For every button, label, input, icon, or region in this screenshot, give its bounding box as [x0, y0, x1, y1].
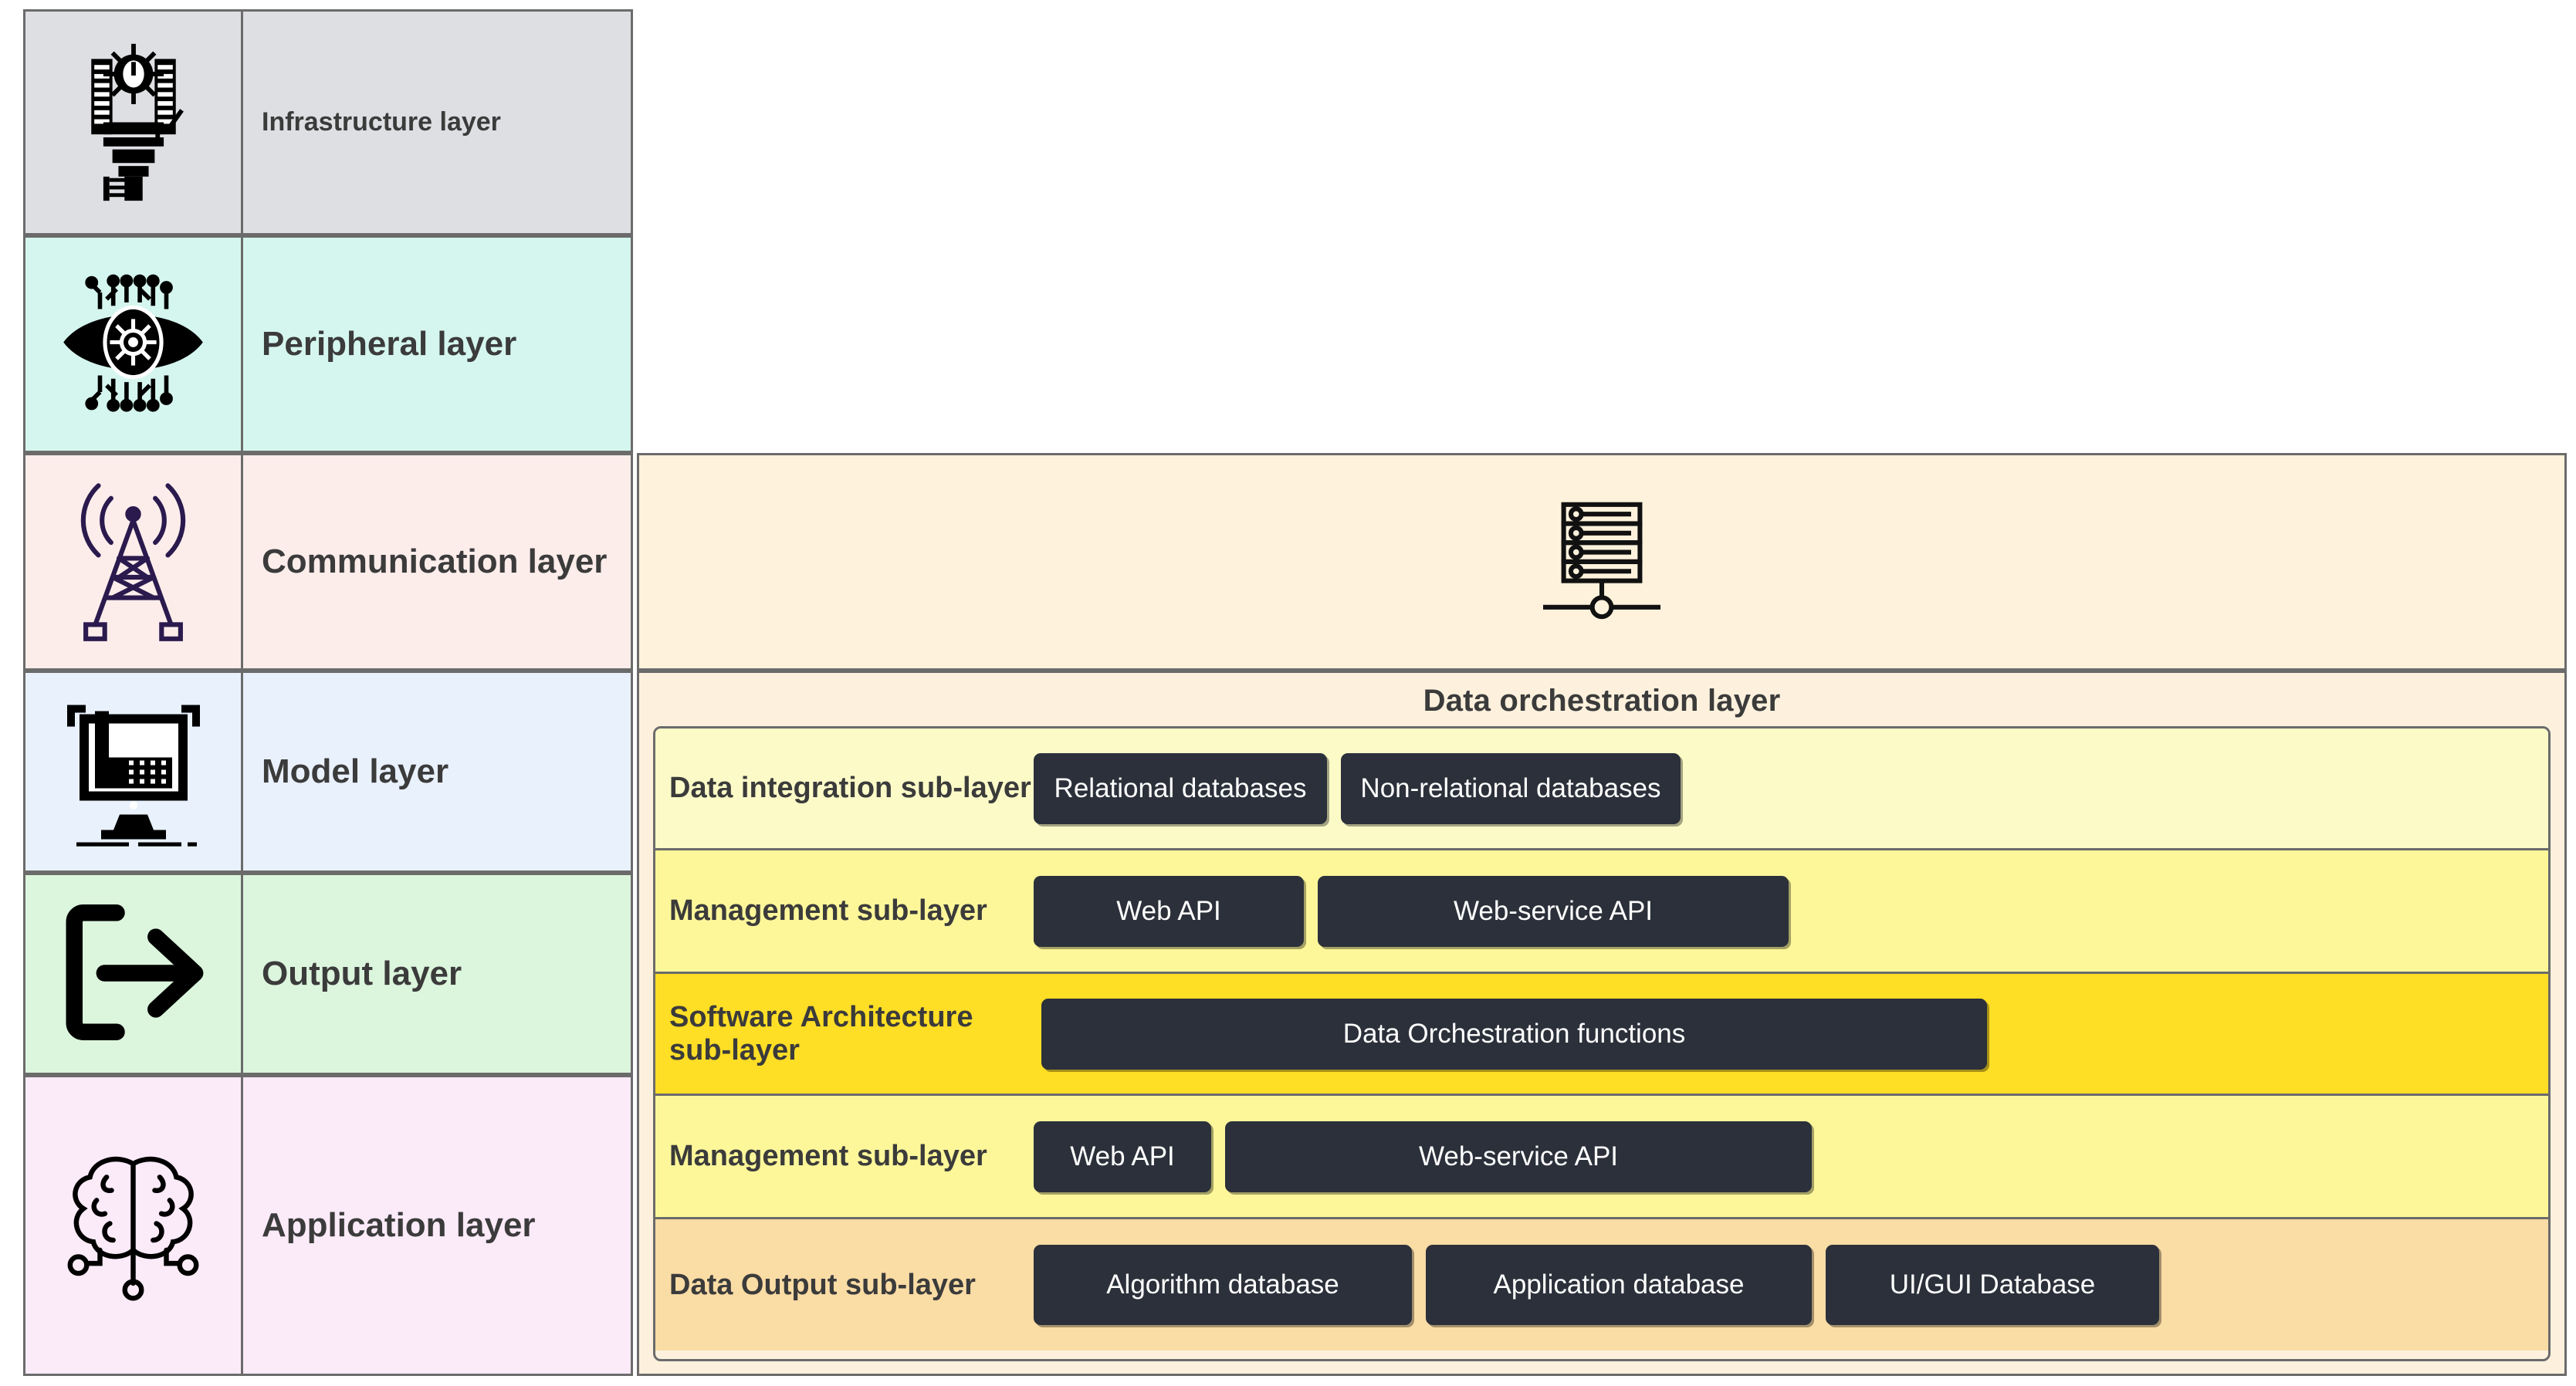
factory-robot-icon [56, 38, 211, 208]
data-orchestration-panel: Data orchestration layer Data integratio… [637, 671, 2567, 1376]
sub-layer-software-architecture[interactable]: Software Architecture sub-layer Data Orch… [655, 974, 2548, 1096]
layer-icon-cell-peripheral [25, 238, 243, 451]
layer-row-peripheral[interactable]: Peripheral layer [23, 235, 633, 453]
radio-tower-icon [54, 473, 212, 651]
layer-icon-cell-output [25, 875, 243, 1073]
sub-layer-label-data-output: Data Output sub-layer [669, 1268, 976, 1301]
sub-layer-label-software-architecture: Software Architecture sub-layer [669, 1000, 973, 1067]
chip-management-lower-1[interactable]: Web-service API [1225, 1121, 1812, 1192]
layer-row-application[interactable]: Application layer [23, 1075, 633, 1376]
layer-row-output[interactable]: Output layer [23, 873, 633, 1075]
chip-software-architecture-0[interactable]: Data Orchestration functions [1041, 998, 1987, 1070]
sub-layer-label-management-lower: Management sub-layer [669, 1140, 987, 1172]
layer-icon-cell-application [25, 1077, 243, 1374]
communication-layer-panel [637, 453, 2567, 671]
sub-layer-label-data-integration: Data integration sub-layer [669, 772, 1031, 804]
chip-management-upper-1[interactable]: Web-service API [1318, 875, 1789, 947]
bracket-arrow-icon [50, 899, 216, 1050]
layer-row-model[interactable]: Model layer [23, 671, 633, 873]
brain-network-icon [50, 1141, 216, 1310]
sub-layer-chips-software-architecture: Data Orchestration functions [1041, 998, 2548, 1070]
circuit-eye-icon [50, 259, 216, 429]
layer-row-communication[interactable]: Communication layer [23, 453, 633, 671]
chip-data-output-0[interactable]: Algorithm database [1034, 1245, 1412, 1325]
chip-data-integration-0[interactable]: Relational databases [1034, 752, 1327, 824]
layer-label-infrastructure: Infrastructure layer [262, 107, 501, 137]
layer-label-model: Model layer [262, 752, 449, 791]
chip-data-output-2[interactable]: UI/GUI Database [1826, 1245, 2159, 1325]
sub-layer-label-management-upper: Management sub-layer [669, 894, 987, 927]
monitor-factory-icon [49, 691, 218, 853]
chip-data-integration-1[interactable]: Non-relational databases [1341, 752, 1681, 824]
layer-icon-cell-communication [25, 455, 243, 668]
layer-label-peripheral: Peripheral layer [262, 325, 517, 363]
layer-label-application: Application layer [262, 1206, 536, 1245]
server-rack-icon [1528, 487, 1675, 637]
chip-management-lower-0[interactable]: Web API [1034, 1121, 1211, 1192]
data-orchestration-title: Data orchestration layer [1423, 684, 1781, 718]
chip-management-upper-0[interactable]: Web API [1034, 875, 1304, 947]
layer-icon-cell-model [25, 673, 243, 870]
layer-row-infrastructure[interactable]: Infrastructure layer [23, 9, 633, 235]
layer-label-output: Output layer [262, 955, 462, 993]
chip-data-output-1[interactable]: Application database [1426, 1245, 1812, 1325]
layer-label-communication: Communication layer [262, 543, 608, 581]
layer-icon-cell-infrastructure [25, 12, 243, 233]
